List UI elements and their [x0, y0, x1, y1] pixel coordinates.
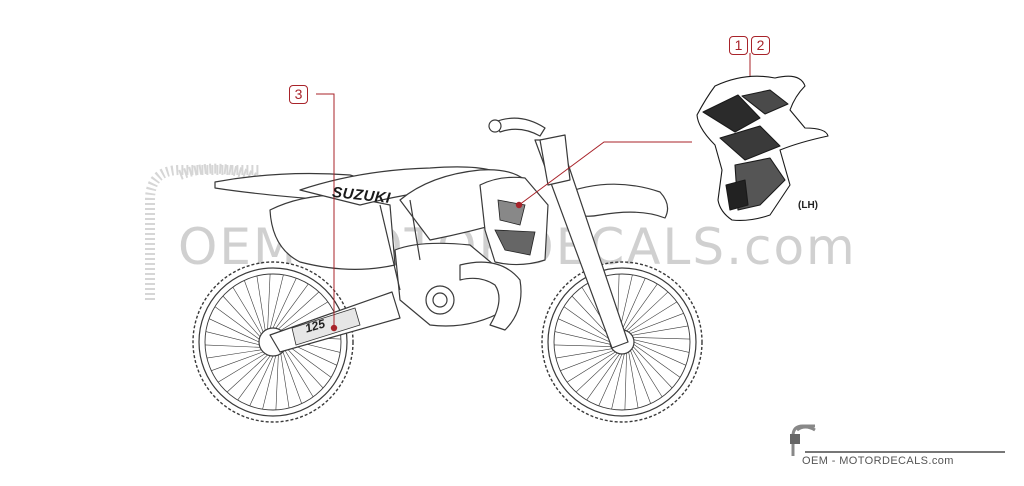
side-label: (LH) — [798, 200, 818, 211]
spoke — [566, 351, 616, 383]
spoke — [205, 331, 260, 346]
spoke — [244, 280, 264, 333]
spoke — [575, 352, 618, 393]
spoke — [619, 274, 633, 331]
spoke — [275, 354, 279, 410]
spoke — [280, 301, 329, 331]
spoke — [262, 355, 277, 410]
callout-1[interactable]: 1 — [729, 36, 748, 55]
rear-wheel — [192, 261, 354, 423]
spoke — [557, 318, 611, 343]
spoke — [222, 295, 261, 337]
spoke — [586, 353, 620, 401]
spoke — [205, 344, 261, 348]
spoke — [621, 277, 646, 331]
watermark-helmet-logo — [145, 163, 263, 300]
spoke — [611, 353, 625, 410]
spoke — [630, 313, 684, 334]
spoke — [214, 306, 260, 340]
callout-2[interactable]: 2 — [751, 36, 770, 55]
spoke — [563, 306, 611, 340]
spoke — [630, 350, 651, 404]
engine — [394, 242, 506, 327]
spoke — [633, 337, 690, 340]
spoke — [275, 283, 309, 329]
spoke — [631, 348, 663, 398]
spoke — [232, 286, 262, 335]
spoke — [256, 275, 266, 331]
spoke — [626, 291, 669, 332]
spoke — [249, 355, 274, 407]
spoke — [226, 354, 268, 393]
side-panel — [269, 194, 396, 270]
spoke — [554, 344, 611, 347]
spoke — [633, 344, 681, 378]
spoke — [631, 325, 689, 336]
footer-divider — [805, 451, 1005, 453]
spoke — [554, 331, 611, 345]
spoke — [632, 346, 673, 389]
leader-lines — [316, 53, 751, 328]
spoke — [284, 349, 314, 398]
shroud-decal-detail — [696, 75, 829, 221]
spoke — [282, 351, 302, 404]
handlebar — [494, 117, 546, 137]
spoke — [633, 341, 687, 366]
spoke — [624, 283, 658, 331]
spoke — [285, 347, 324, 389]
spoke — [571, 295, 612, 338]
spoke — [280, 353, 290, 409]
spoke — [598, 353, 623, 407]
spoke — [633, 339, 690, 353]
spoke — [217, 353, 266, 383]
spoke — [278, 291, 320, 330]
spoke — [211, 351, 264, 371]
spoke — [237, 355, 271, 401]
spoke — [206, 349, 262, 359]
spoke — [624, 353, 627, 410]
spoke — [286, 344, 332, 378]
helmet-logo-icon — [790, 424, 816, 456]
motorcycle-body — [214, 117, 669, 353]
callout-3[interactable]: 3 — [289, 85, 308, 104]
spoke — [267, 274, 271, 330]
spoke — [555, 348, 613, 359]
exhaust-pipe — [459, 261, 522, 331]
spoke — [269, 274, 284, 329]
spoke — [560, 350, 614, 371]
spoke — [628, 351, 639, 409]
spoke — [208, 318, 260, 343]
spoke — [272, 277, 297, 329]
footer-brand-text: OEM - MOTORDECALS.com — [802, 455, 954, 467]
spoke — [628, 301, 678, 333]
